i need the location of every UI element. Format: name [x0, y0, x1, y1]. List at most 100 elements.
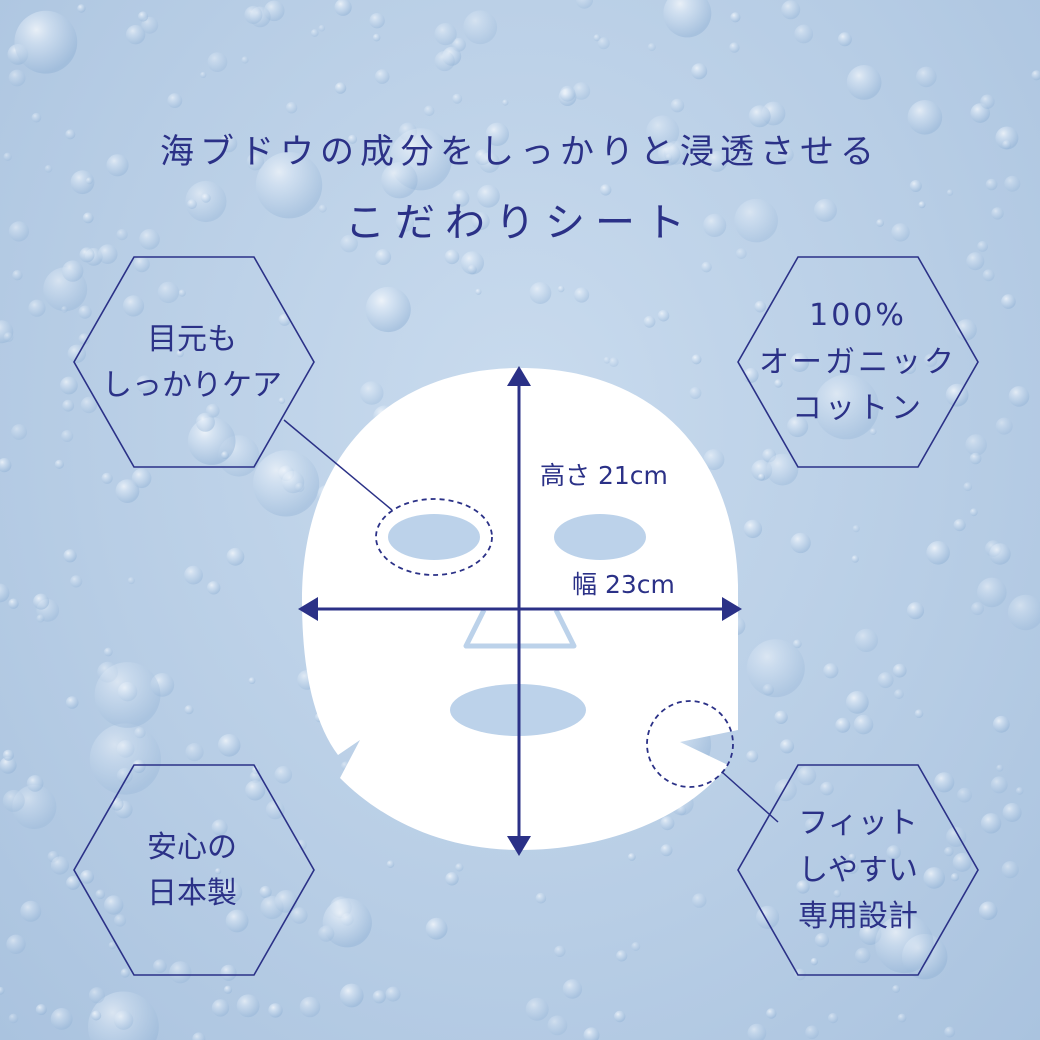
water-droplet	[374, 69, 390, 84]
water-droplet	[735, 248, 747, 259]
water-droplet	[245, 780, 266, 801]
feature-text-line: しっかりケア	[102, 368, 282, 403]
water-droplet	[1001, 861, 1019, 879]
water-droplet	[502, 99, 509, 106]
water-droplet	[918, 201, 926, 209]
water-droplet	[914, 709, 924, 718]
water-droplet	[94, 662, 161, 728]
water-droplet	[225, 909, 249, 933]
water-droplet	[616, 950, 628, 962]
water-droplet	[1015, 787, 1024, 795]
water-droplet	[265, 800, 285, 820]
height-arrow-bottom-icon	[507, 836, 531, 856]
water-droplet	[663, 0, 712, 38]
water-droplet	[907, 100, 943, 135]
water-droplet	[597, 37, 610, 50]
feature-eye-care: 目元も しっかりケア	[72, 263, 312, 463]
water-droplet	[127, 577, 135, 585]
water-droplet	[136, 375, 154, 393]
water-droplet	[185, 743, 204, 762]
water-droplet	[31, 112, 42, 123]
water-droplet	[774, 710, 788, 724]
water-droplet	[299, 996, 321, 1018]
water-droplet	[485, 122, 509, 146]
water-droplet	[957, 787, 972, 803]
water-droplet	[797, 766, 817, 786]
water-droplet	[184, 565, 203, 585]
water-droplet	[221, 451, 229, 460]
water-droplet	[955, 319, 977, 341]
water-droplet	[574, 287, 590, 303]
water-droplet	[663, 140, 688, 165]
water-droplet	[211, 999, 230, 1017]
water-droplet	[774, 379, 783, 388]
water-droplet	[575, 0, 593, 9]
water-droplet	[54, 459, 64, 469]
water-droplet	[207, 581, 221, 595]
water-droplet	[992, 715, 1010, 733]
water-droplet	[347, 134, 358, 144]
water-droplet	[978, 901, 998, 921]
water-droplet	[779, 739, 795, 754]
water-droplet	[875, 914, 934, 974]
water-droplet	[36, 614, 45, 623]
water-droplet	[220, 964, 237, 981]
water-droplet	[966, 252, 985, 271]
water-droplet	[851, 555, 859, 563]
water-droplet	[805, 1025, 819, 1040]
water-droplet	[646, 115, 680, 149]
water-droplet	[89, 723, 161, 795]
water-droplet	[106, 154, 129, 177]
water-droplet	[248, 677, 256, 685]
water-droplet	[268, 1003, 283, 1018]
water-droplet	[995, 417, 1013, 435]
water-droplet	[372, 33, 381, 42]
water-droplet	[50, 1008, 73, 1030]
water-droplet	[909, 180, 922, 192]
water-droplet	[529, 282, 552, 304]
water-droplet	[790, 532, 811, 554]
water-droplet	[886, 845, 901, 860]
hexagon-frame-made-in-japan	[73, 764, 315, 976]
water-droplet	[65, 129, 76, 140]
water-droplet	[246, 153, 265, 171]
water-droplet	[835, 717, 851, 733]
water-droplet	[79, 247, 95, 263]
water-droplet	[318, 925, 335, 942]
water-droplet	[187, 199, 197, 210]
water-droplet	[11, 424, 27, 440]
water-droplet	[603, 356, 611, 364]
water-droplet	[138, 11, 149, 22]
feature-fit-design: フィット しやすい 専用設計	[738, 771, 978, 971]
water-droplet	[291, 907, 308, 924]
water-droplet	[381, 162, 418, 199]
water-droplet	[869, 428, 877, 436]
feature-text-line: 安心の	[147, 829, 237, 865]
water-droplet	[259, 885, 272, 899]
water-droplet	[178, 289, 186, 297]
water-droplet	[8, 598, 19, 609]
water-droplet	[980, 94, 995, 109]
water-droplet	[657, 309, 670, 322]
water-droplet	[766, 453, 799, 486]
water-droplet	[61, 260, 84, 282]
water-droplet	[471, 212, 490, 231]
water-droplet	[796, 880, 810, 894]
water-droplet	[691, 63, 708, 80]
water-droplet	[660, 844, 673, 857]
water-droplet	[62, 399, 75, 412]
water-droplet	[790, 353, 810, 372]
water-droplet	[820, 781, 834, 796]
width-arrow-left-icon	[298, 597, 318, 621]
water-droplet	[77, 4, 86, 13]
water-droplet	[985, 178, 998, 191]
height-arrow-top-icon	[507, 366, 531, 386]
water-droplet	[6, 934, 26, 954]
water-droplet	[157, 281, 180, 304]
water-droplet	[747, 1023, 767, 1040]
water-droplet	[133, 256, 150, 273]
water-droplet	[434, 22, 457, 46]
water-droplet	[66, 875, 81, 890]
water-droplet	[12, 270, 23, 281]
water-droplet	[139, 229, 160, 250]
